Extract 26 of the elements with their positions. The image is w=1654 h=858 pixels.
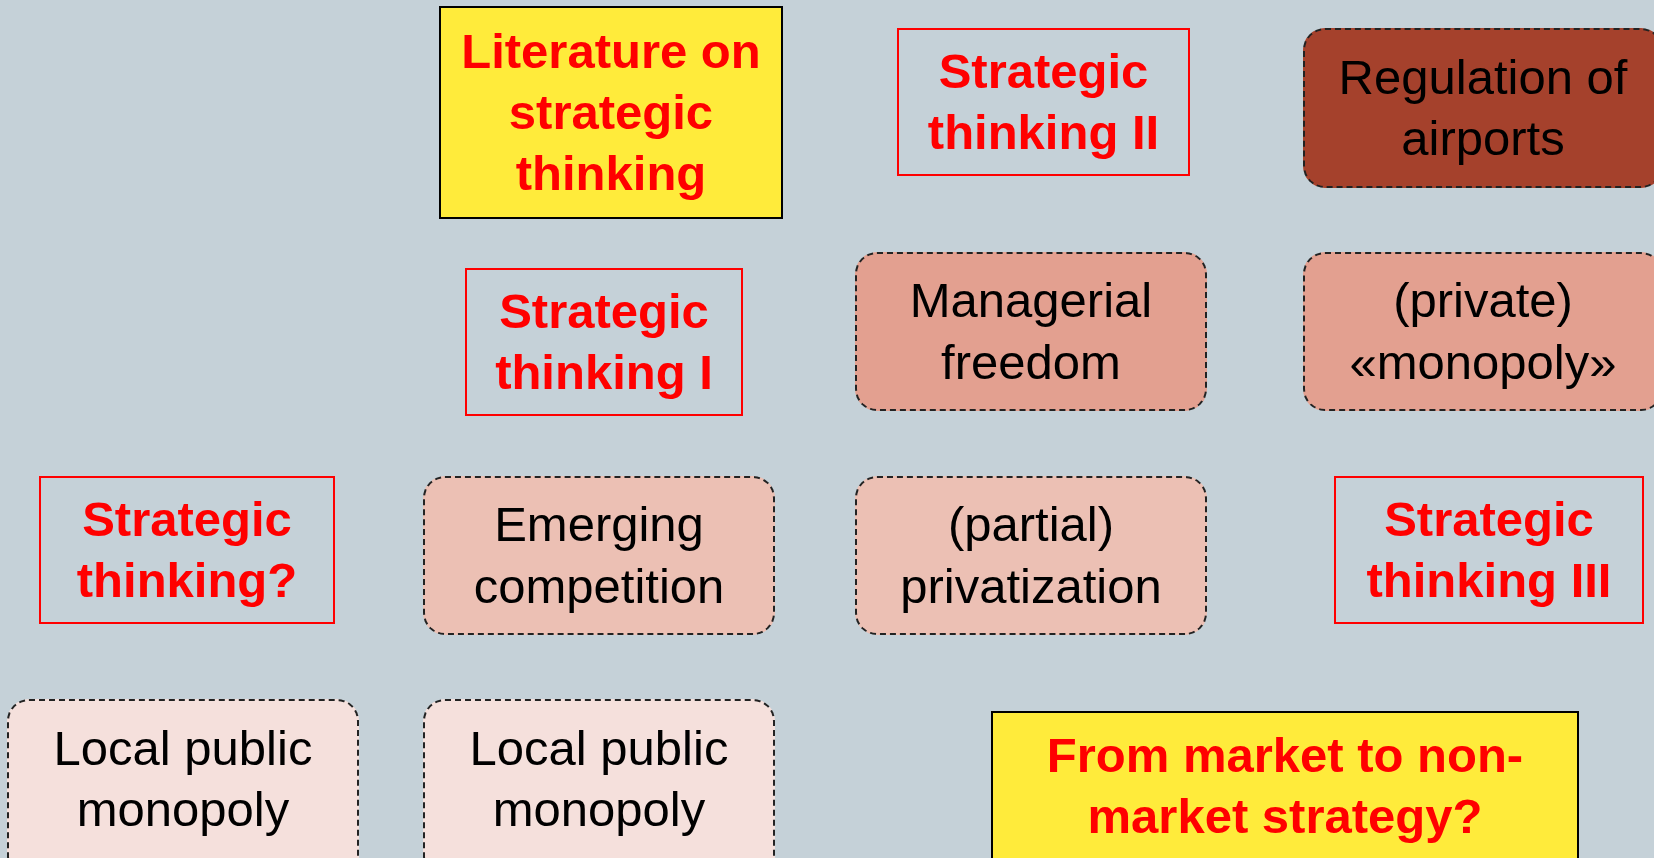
heading-text: Strategic thinking? bbox=[75, 490, 299, 609]
box-text: (private) «monopoly» bbox=[1348, 272, 1618, 391]
heading-text: Strategic thinking II bbox=[926, 42, 1161, 161]
factor-box bbox=[1303, 28, 1654, 188]
factor-box bbox=[423, 476, 775, 635]
heading-text: Literature on strategic thinking bbox=[460, 22, 762, 203]
factor-box bbox=[855, 476, 1207, 635]
title-box bbox=[991, 711, 1579, 858]
factor-box bbox=[1303, 252, 1654, 411]
box-text: Emerging competition bbox=[472, 496, 726, 615]
strategy-box bbox=[897, 28, 1190, 176]
strategy-box bbox=[39, 476, 335, 624]
box-text: (partial) privatization bbox=[899, 496, 1163, 615]
strategy-box bbox=[1334, 476, 1644, 624]
heading-text: Strategic thinking I bbox=[494, 282, 714, 401]
factor-box bbox=[423, 699, 775, 858]
box-text: Managerial freedom bbox=[908, 272, 1154, 391]
factor-box bbox=[855, 252, 1207, 411]
box-text: Regulation of airports bbox=[1337, 48, 1629, 167]
box-text: Local public monopoly bbox=[52, 719, 314, 838]
title-box bbox=[439, 6, 783, 219]
heading-text: From market to non-market strategy? bbox=[1045, 726, 1525, 845]
box-text: Local public monopoly bbox=[468, 719, 730, 838]
strategy-box bbox=[465, 268, 743, 416]
factor-box bbox=[7, 699, 359, 858]
heading-text: Strategic thinking III bbox=[1365, 490, 1613, 609]
